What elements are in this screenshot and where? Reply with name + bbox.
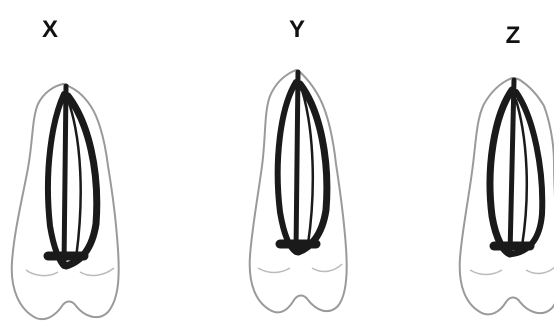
- tooth-x-diagram: [0, 0, 130, 327]
- tooth-z-diagram: [450, 0, 554, 327]
- tooth-y-diagram: [230, 0, 360, 327]
